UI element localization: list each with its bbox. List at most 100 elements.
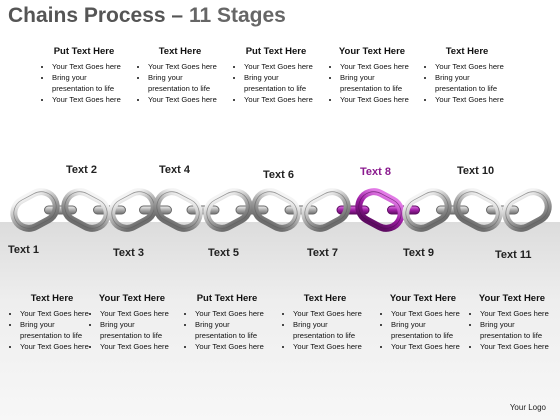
bullet-list: Your Text Goes here Bring your presentat… bbox=[279, 309, 371, 352]
bullet-item: Your Text Goes here bbox=[195, 342, 273, 352]
bullet-item: Your Text Goes here bbox=[340, 95, 418, 105]
block-heading: Text Here bbox=[303, 293, 347, 304]
bullet-list: Your Text Goes here Bring your presentat… bbox=[134, 62, 226, 105]
stage-label-2: Text 2 bbox=[66, 164, 97, 176]
bullet-item: Bring your presentation to life bbox=[293, 320, 371, 341]
top-block-3: Put Text Here Your Text Goes here Bring … bbox=[230, 46, 322, 106]
bullet-list: Your Text Goes here Bring your presentat… bbox=[6, 309, 98, 352]
bullet-item: Bring your presentation to life bbox=[148, 73, 226, 94]
bullet-item: Bring your presentation to life bbox=[195, 320, 273, 341]
bullet-item: Your Text Goes here bbox=[52, 62, 130, 72]
block-heading: Put Text Here bbox=[196, 293, 258, 304]
bullet-item: Bring your presentation to life bbox=[20, 320, 98, 341]
chain-link-4 bbox=[153, 188, 203, 232]
stage-label-1: Text 1 bbox=[8, 244, 39, 256]
bottom-block-3: Put Text Here Your Text Goes here Bring … bbox=[181, 293, 273, 353]
bullet-item: Your Text Goes here bbox=[244, 62, 322, 72]
bullet-item: Your Text Goes here bbox=[293, 309, 371, 319]
chain-graphic bbox=[10, 188, 552, 232]
bullet-item: Your Text Goes here bbox=[20, 342, 98, 352]
top-block-1: Put Text Here Your Text Goes here Bring … bbox=[38, 46, 130, 106]
block-heading: Text Here bbox=[158, 46, 202, 57]
chain-link-7 bbox=[301, 188, 351, 232]
bottom-block-2: Your Text Here Your Text Goes here Bring… bbox=[86, 293, 178, 353]
stage-label-8: Text 8 bbox=[360, 166, 391, 178]
bullet-item: Bring your presentation to life bbox=[435, 73, 513, 94]
bullet-item: Bring your presentation to life bbox=[52, 73, 130, 94]
bullet-list: Your Text Goes here Bring your presentat… bbox=[181, 309, 273, 352]
chain-connector-7 bbox=[336, 205, 370, 215]
title-dash: – bbox=[165, 4, 189, 27]
bullet-item: Your Text Goes here bbox=[435, 62, 513, 72]
bullet-list: Your Text Goes here Bring your presentat… bbox=[326, 62, 418, 105]
title-stages: 11 Stages bbox=[188, 4, 286, 27]
bullet-item: Bring your presentation to life bbox=[480, 320, 558, 341]
bullet-item: Bring your presentation to life bbox=[244, 73, 322, 94]
chain-connector-9 bbox=[436, 205, 469, 215]
bullet-item: Your Text Goes here bbox=[391, 309, 469, 319]
bullet-list: Your Text Goes here Bring your presentat… bbox=[377, 309, 469, 352]
bullet-list: Your Text Goes here Bring your presentat… bbox=[466, 309, 558, 352]
bottom-block-5: Your Text Here Your Text Goes here Bring… bbox=[377, 293, 469, 353]
block-heading: Text Here bbox=[445, 46, 489, 57]
bullet-item: Your Text Goes here bbox=[391, 342, 469, 352]
bullet-list: Your Text Goes here Bring your presentat… bbox=[230, 62, 322, 105]
chain-link-5 bbox=[203, 188, 253, 232]
bullet-item: Your Text Goes here bbox=[148, 95, 226, 105]
stage-label-11: Text 11 bbox=[495, 249, 532, 261]
block-heading: Text Here bbox=[30, 293, 74, 304]
bullet-list: Your Text Goes here Bring your presentat… bbox=[421, 62, 513, 105]
bullet-item: Your Text Goes here bbox=[52, 95, 130, 105]
bullet-item: Your Text Goes here bbox=[244, 95, 322, 105]
bullet-list: Your Text Goes here Bring your presentat… bbox=[86, 309, 178, 352]
top-block-5: Text Here Your Text Goes here Bring your… bbox=[421, 46, 513, 106]
chain-link-10 bbox=[453, 188, 503, 232]
top-block-4: Your Text Here Your Text Goes here Bring… bbox=[326, 46, 418, 106]
stage-label-3: Text 3 bbox=[113, 247, 144, 259]
block-heading: Your Text Here bbox=[478, 293, 546, 304]
bullet-item: Your Text Goes here bbox=[480, 342, 558, 352]
chain-connector-4 bbox=[186, 205, 220, 215]
bullet-item: Bring your presentation to life bbox=[100, 320, 178, 341]
block-heading: Your Text Here bbox=[338, 46, 406, 57]
top-block-2: Text Here Your Text Goes here Bring your… bbox=[134, 46, 226, 106]
bullet-item: Your Text Goes here bbox=[195, 309, 273, 319]
block-heading: Your Text Here bbox=[98, 293, 166, 304]
bullet-item: Your Text Goes here bbox=[435, 95, 513, 105]
bullet-item: Your Text Goes here bbox=[100, 342, 178, 352]
page-title: Chains Process – 11 Stages bbox=[8, 4, 286, 28]
stage-label-4: Text 4 bbox=[159, 164, 190, 176]
stage-label-9: Text 9 bbox=[403, 247, 434, 259]
block-heading: Put Text Here bbox=[53, 46, 115, 57]
chain-link-8 bbox=[355, 188, 405, 232]
block-heading: Put Text Here bbox=[245, 46, 307, 57]
bullet-item: Your Text Goes here bbox=[20, 309, 98, 319]
bottom-block-6: Your Text Here Your Text Goes here Bring… bbox=[466, 293, 558, 353]
footer-logo-text: Your Logo bbox=[509, 403, 546, 412]
chain-link-9 bbox=[402, 188, 452, 232]
chain-link-1 bbox=[10, 188, 60, 232]
chain-link-2 bbox=[61, 188, 111, 232]
bullet-list: Your Text Goes here Bring your presentat… bbox=[38, 62, 130, 105]
stage-label-5: Text 5 bbox=[208, 247, 239, 259]
chain-link-6 bbox=[251, 188, 301, 232]
floor-panel bbox=[0, 222, 560, 420]
bullet-item: Your Text Goes here bbox=[100, 309, 178, 319]
chain-connector-1 bbox=[44, 205, 77, 215]
block-heading: Your Text Here bbox=[389, 293, 457, 304]
chain-connector-6 bbox=[284, 205, 318, 215]
bullet-item: Bring your presentation to life bbox=[340, 73, 418, 94]
stage-label-7: Text 7 bbox=[307, 247, 338, 259]
bottom-block-4: Text Here Your Text Goes here Bring your… bbox=[279, 293, 371, 353]
bullet-item: Bring your presentation to life bbox=[391, 320, 469, 341]
stage-label-6: Text 6 bbox=[263, 169, 294, 181]
chain-link-3 bbox=[108, 188, 158, 232]
bullet-item: Your Text Goes here bbox=[480, 309, 558, 319]
bottom-block-1: Text Here Your Text Goes here Bring your… bbox=[6, 293, 98, 353]
stage-label-10: Text 10 bbox=[457, 165, 495, 177]
bullet-item: Your Text Goes here bbox=[148, 62, 226, 72]
bullet-item: Your Text Goes here bbox=[340, 62, 418, 72]
bullet-item: Your Text Goes here bbox=[293, 342, 371, 352]
title-main: Chains Process bbox=[8, 4, 166, 27]
chain-link-11 bbox=[502, 188, 552, 232]
